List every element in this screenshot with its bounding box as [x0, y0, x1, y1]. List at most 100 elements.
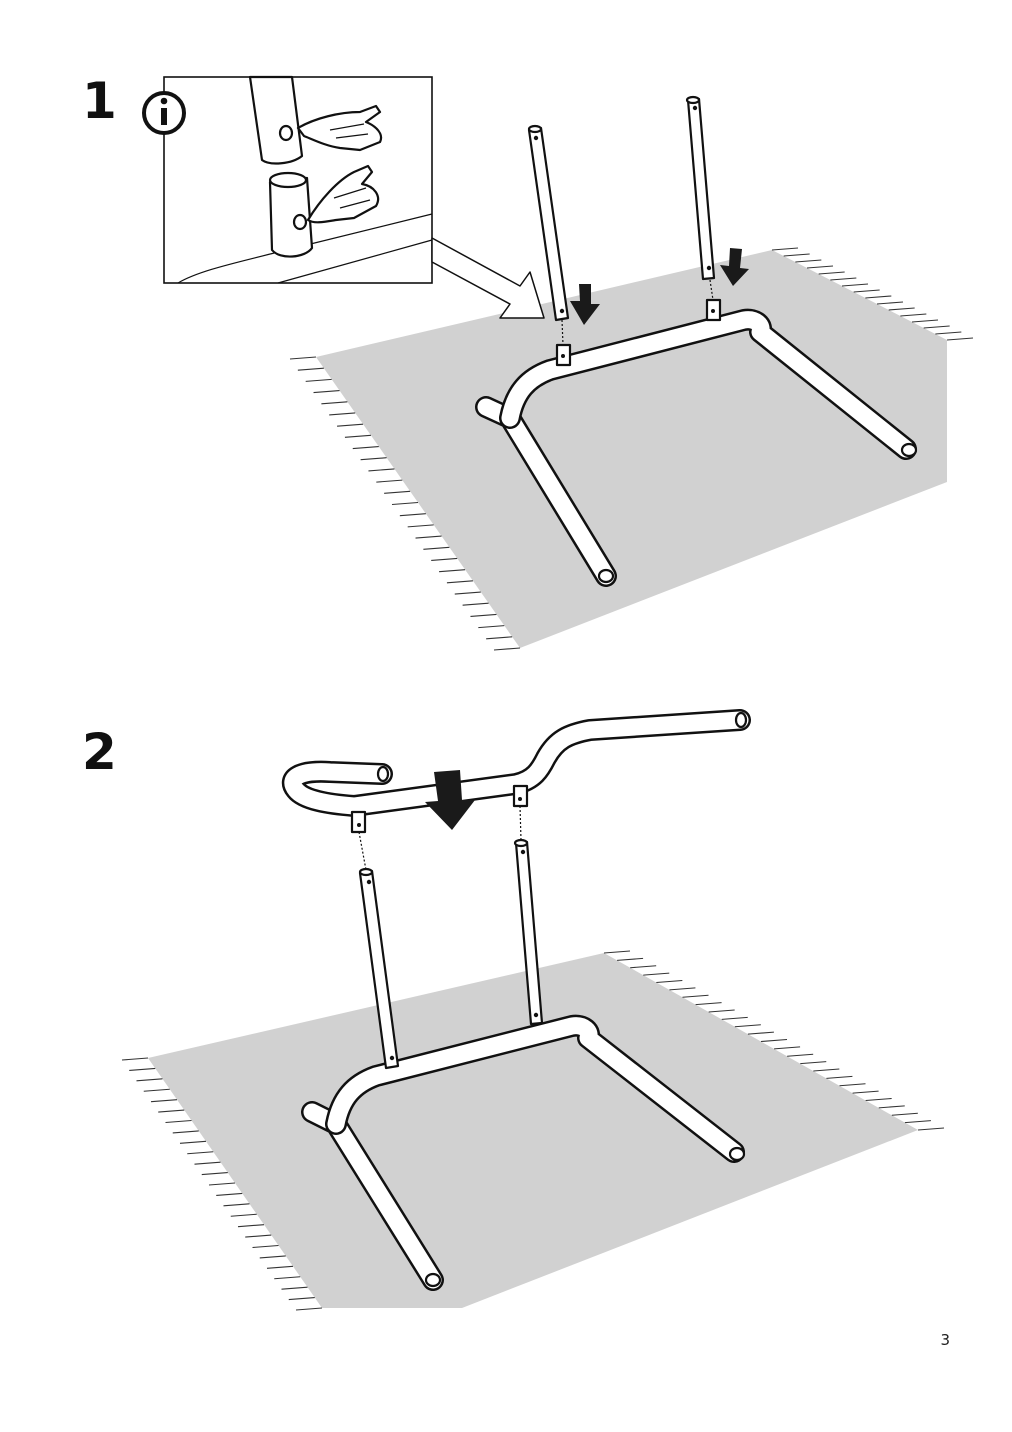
info-inset	[142, 75, 433, 284]
fringe-strand	[150, 1099, 178, 1103]
step-2-number: 2	[82, 723, 117, 781]
fringe-strand	[841, 283, 869, 287]
fringe-strand	[617, 957, 644, 961]
callout-arrow	[431, 237, 545, 319]
rug	[148, 953, 918, 1308]
fringe-strand	[826, 1075, 853, 1079]
fringe-strand	[281, 1286, 308, 1290]
fringe-strand	[165, 1119, 192, 1124]
fringe-strand	[136, 1078, 163, 1082]
fringe-strand	[297, 367, 324, 371]
fringe-strand	[818, 271, 845, 275]
fringe-strand	[787, 1053, 814, 1057]
step-1-illustration	[142, 75, 974, 651]
leg-tube-left	[527, 124, 570, 346]
fringe-strand	[865, 295, 892, 299]
fringe-strand	[245, 1234, 272, 1238]
fringe-strand	[230, 1213, 257, 1217]
fringe-strand	[384, 490, 411, 494]
fringe-strand	[774, 1046, 801, 1050]
fringe-strand	[813, 1068, 840, 1072]
fringe-strand	[216, 1192, 243, 1196]
chair-base-frame	[301, 1014, 746, 1291]
fringe-strand	[853, 289, 880, 293]
fringe-strand	[237, 1224, 265, 1228]
fringe-strand	[478, 625, 505, 629]
pointing-hand-icon	[296, 104, 383, 152]
fringe-strand	[208, 1182, 236, 1186]
fringe-strand	[783, 253, 810, 257]
fringe-strand	[935, 331, 962, 335]
fringe-strand	[121, 1057, 149, 1061]
fringe-strand	[407, 524, 434, 528]
fringe-strand	[415, 535, 442, 539]
step-1-number: 1	[82, 72, 117, 130]
fringe-strand	[454, 591, 481, 595]
fringe-strand	[368, 468, 395, 472]
fringe-strand	[462, 602, 489, 606]
fringe-strand	[344, 434, 371, 438]
fringe-strand	[946, 337, 974, 341]
fringe-strand	[274, 1276, 301, 1280]
fringe-strand	[295, 1307, 323, 1311]
fringe-strand	[266, 1265, 294, 1269]
fringe-strand	[888, 307, 915, 311]
fringe-strand	[360, 457, 387, 461]
fringe-strand	[852, 1090, 879, 1094]
fringe-strand	[129, 1067, 156, 1071]
fringe-strand	[352, 445, 379, 450]
fringe-strand	[321, 401, 348, 405]
fringe-strand	[439, 569, 466, 573]
fringe-strand	[376, 479, 403, 483]
fringe-strand	[682, 994, 709, 998]
fringe-strand	[747, 1031, 774, 1035]
fringe-strand	[669, 987, 696, 991]
fringe-strand	[839, 1083, 866, 1087]
fringe-strand	[431, 557, 458, 562]
fringe-strand	[337, 423, 364, 427]
chair-base-frame	[475, 298, 918, 587]
fringe-strand	[486, 636, 513, 640]
fringe-strand	[760, 1038, 788, 1043]
page-number: 3	[940, 1331, 950, 1349]
fringe-strand	[923, 325, 950, 329]
fringe-strand	[313, 390, 340, 394]
fringe-strand	[391, 501, 419, 506]
fringe-strand	[656, 979, 683, 984]
fringe-strand	[630, 965, 657, 969]
fringe-strand	[891, 1112, 918, 1116]
down-arrow-icon	[720, 248, 749, 286]
fringe-strand	[423, 546, 450, 550]
fringe-strand	[446, 580, 473, 584]
fringe-strand	[399, 513, 426, 517]
fringe-strand	[830, 277, 857, 281]
fringe-strand	[201, 1172, 228, 1176]
fringe-strand	[708, 1009, 735, 1013]
pointing-hand-icon	[306, 164, 380, 224]
fringe-strand	[288, 1297, 315, 1301]
fringe-strand	[187, 1151, 214, 1155]
fringe-strand	[158, 1109, 185, 1113]
fringe-strand	[305, 378, 332, 382]
fringe-strand	[695, 1002, 722, 1006]
fringe-strand	[734, 1024, 761, 1028]
info-icon	[142, 91, 186, 135]
rug	[316, 250, 947, 648]
leg-tube-left	[358, 867, 400, 1070]
fringe-strand	[329, 412, 356, 416]
fringe-strand	[878, 1105, 905, 1109]
fringe-strand	[470, 613, 497, 617]
fringe-strand	[172, 1130, 199, 1134]
fringe-strand	[911, 319, 939, 323]
fringe-strand	[179, 1140, 207, 1144]
leg-tube-right	[685, 95, 716, 301]
fringe-strand	[900, 313, 927, 317]
fringe-strand	[223, 1203, 250, 1207]
fringe-strand	[800, 1061, 827, 1065]
fringe-strand	[603, 950, 631, 954]
fringe-strand	[917, 1127, 945, 1131]
down-arrow-icon	[570, 284, 600, 325]
fringe-strand	[252, 1244, 279, 1249]
fringe-strand	[806, 265, 834, 269]
rug-fringe	[121, 950, 945, 1311]
